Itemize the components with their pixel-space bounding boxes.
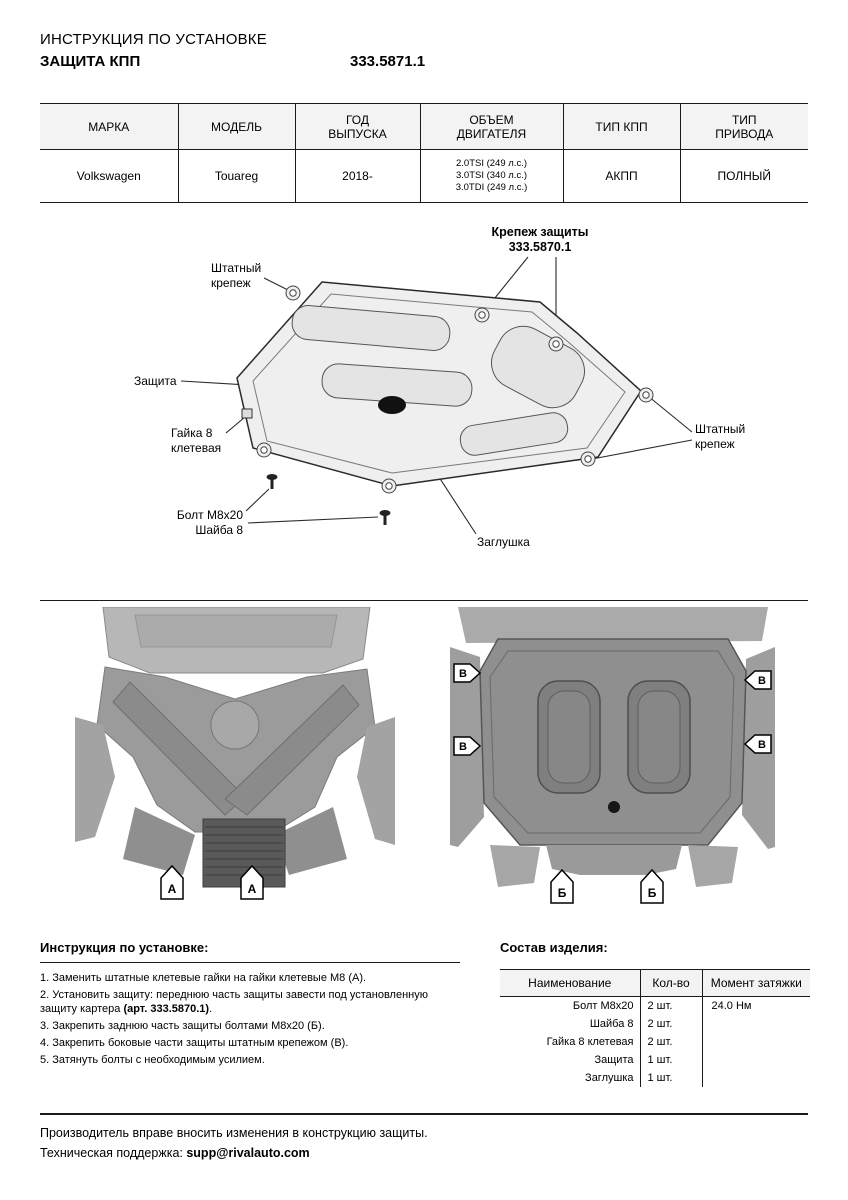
- shield-drawing: [180, 256, 693, 535]
- support-line: Техническая поддержка: supp@rivalauto.co…: [40, 1146, 808, 1160]
- instruction-step-2: 2. Установить защиту: переднюю часть защ…: [40, 989, 428, 1015]
- installation-steps-list: 1. Заменить штатные клетевые гайки на га…: [40, 971, 460, 1067]
- svg-text:Б: Б: [558, 886, 567, 900]
- component-row: Заглушка 1 шт.: [500, 1069, 810, 1087]
- component-row: Шайба 8 2 шт.: [500, 1015, 810, 1033]
- installation-instructions: Инструкция по установке: 1. Заменить шта…: [40, 940, 460, 1070]
- cell-drive: ПОЛНЫЙ: [679, 149, 808, 203]
- shield-plate-drawing: [236, 281, 654, 494]
- cell-model: Touareg: [177, 149, 295, 203]
- marker-v-icon: В: [453, 663, 482, 683]
- label-fastener-kit: Крепеж защиты 333.5870.1: [491, 225, 589, 254]
- part-number: 333.5871.1: [350, 53, 426, 70]
- installed-plate: [479, 638, 747, 846]
- leader-lines: [180, 256, 693, 535]
- instruction-step-4: 4. Закрепить боковые части защиты штатны…: [40, 1037, 349, 1049]
- plug-in-photo: [608, 801, 620, 813]
- component-row: Защита 1 шт.: [500, 1051, 810, 1069]
- bolt-icon: [266, 474, 391, 525]
- components-table: Наименование Кол-во Момент затяжки Болт …: [500, 969, 810, 1087]
- svg-text:В: В: [758, 675, 766, 687]
- col-component-name: Наименование: [500, 969, 640, 997]
- component-row: Болт М8х20 2 шт. 24.0 Нм: [500, 996, 810, 1015]
- section-divider: [40, 600, 808, 601]
- marker-v-icon: В: [453, 736, 482, 756]
- photo-underbody-front: А А: [75, 606, 395, 912]
- product-title: ЗАЩИТА КПП: [40, 53, 141, 70]
- label-plug: Заглушка: [477, 535, 530, 549]
- cage-nut-icon: [241, 408, 253, 419]
- col-year: ГОД ВЫПУСКА: [294, 103, 420, 150]
- marker-b-icon: Б: [550, 868, 574, 904]
- components-section: Состав изделия: Наименование Кол-во Моме…: [500, 940, 810, 1087]
- svg-text:А: А: [168, 882, 177, 896]
- col-gearbox: ТИП КПП: [562, 103, 680, 150]
- components-title: Состав изделия:: [500, 940, 608, 955]
- col-brand: МАРКА: [40, 103, 178, 150]
- svg-text:А: А: [248, 882, 257, 896]
- cell-engines: 2.0TSI (249 л.с.) 3.0TSI (340 л.с.) 3.0T…: [419, 149, 563, 203]
- underbody-render: А А: [75, 606, 395, 907]
- stiffening-rib: [291, 305, 451, 351]
- document-footer: Производитель вправе вносить изменения в…: [40, 1113, 808, 1160]
- col-component-torque: Момент затяжки: [701, 969, 810, 997]
- vehicle-spec-table: МАРКА МОДЕЛЬ ГОД ВЫПУСКА ОБЪЕМ ДВИГАТЕЛЯ…: [40, 103, 808, 203]
- label-factory-mount-left: Штатный крепеж: [211, 261, 262, 290]
- plug-icon: [378, 396, 406, 414]
- marker-a-icon: А: [240, 864, 264, 900]
- cell-gearbox: АКПП: [562, 149, 680, 203]
- disclaimer-text: Производитель вправе вносить изменения в…: [40, 1126, 428, 1140]
- photo-shield-installed: В В В В Б: [450, 607, 775, 912]
- support-email: supp@rivalauto.com: [186, 1146, 310, 1160]
- marker-a-icon: А: [160, 864, 184, 900]
- col-engine: ОБЪЕМ ДВИГАТЕЛЯ: [419, 103, 563, 150]
- instruction-step-1: 1. Заменить штатные клетевые гайки на га…: [40, 972, 367, 984]
- marker-v-icon: В: [743, 734, 772, 754]
- label-shield: Защита: [134, 374, 177, 388]
- svg-text:В: В: [459, 741, 467, 753]
- mounting-holes: [256, 285, 654, 494]
- svg-text:В: В: [459, 668, 467, 680]
- assembly-diagram: Крепеж защиты 333.5870.1 Штатный крепеж …: [40, 205, 808, 600]
- spec-value-row: Volkswagen Touareg 2018- 2.0TSI (249 л.с…: [40, 149, 808, 203]
- col-component-qty: Кол-во: [639, 969, 702, 997]
- marker-v-icon: В: [743, 670, 772, 690]
- components-header-row: Наименование Кол-во Момент затяжки: [500, 969, 810, 997]
- label-bolt-washer: Болт М8х20 Шайба 8: [176, 508, 243, 537]
- component-row: Гайка 8 клетевая 2 шт.: [500, 1033, 810, 1051]
- instruction-step-5: 5. Затянуть болты с необходимым усилием.: [40, 1054, 265, 1066]
- svg-text:Б: Б: [648, 886, 657, 900]
- cell-year: 2018-: [294, 149, 420, 203]
- label-factory-mount-right: Штатный крепеж: [695, 422, 746, 451]
- product-title-row: ЗАЩИТА КПП 333.5871.1: [40, 53, 808, 71]
- installation-photos: А А: [40, 605, 808, 907]
- marker-b-icon: Б: [640, 868, 664, 904]
- stiffening-rib: [459, 412, 569, 456]
- document-header: ИНСТРУКЦИЯ ПО УСТАНОВКЕ ЗАЩИТА КПП 333.5…: [40, 31, 808, 71]
- doc-type-title: ИНСТРУКЦИЯ ПО УСТАНОВКЕ: [40, 31, 267, 48]
- col-drive: ТИП ПРИВОДА: [679, 103, 808, 150]
- cell-brand: Volkswagen: [40, 149, 178, 203]
- instruction-step-3: 3. Закрепить заднюю часть защиты болтами…: [40, 1020, 325, 1032]
- svg-text:В: В: [758, 739, 766, 751]
- spec-header-row: МАРКА МОДЕЛЬ ГОД ВЫПУСКА ОБЪЕМ ДВИГАТЕЛЯ…: [40, 103, 808, 150]
- col-model: МОДЕЛЬ: [177, 103, 295, 150]
- installed-shield-render: В В В В Б: [450, 607, 775, 907]
- label-cage-nut: Гайка 8 клетевая: [171, 426, 222, 455]
- installation-steps-title: Инструкция по установке:: [40, 940, 460, 963]
- support-label: Техническая поддержка:: [40, 1146, 187, 1160]
